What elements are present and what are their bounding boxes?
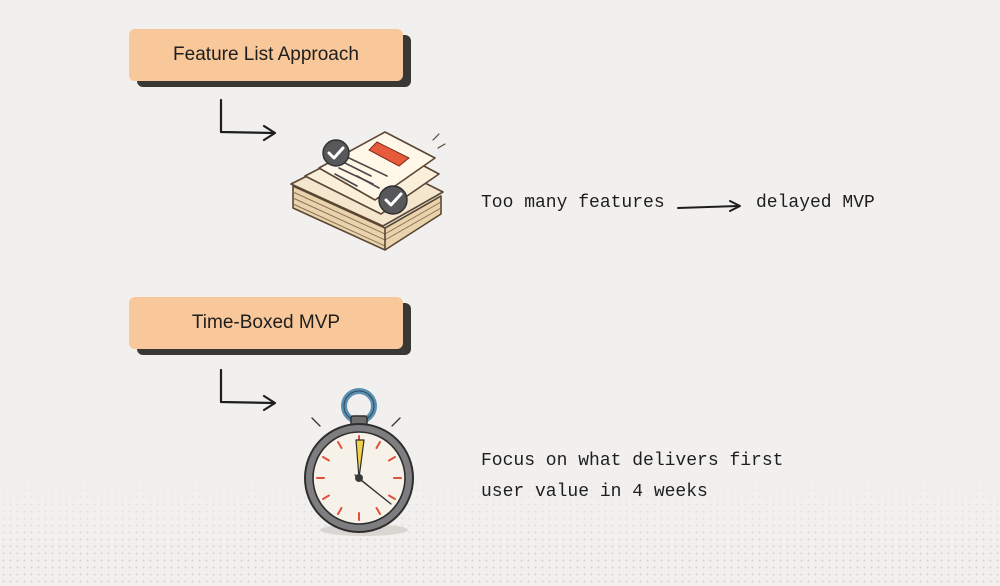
focus-text-line-1: Focus on what delivers first — [481, 451, 784, 471]
elbow-arrow-icon — [219, 98, 277, 142]
too-many-features-text: Too many features — [481, 193, 665, 213]
feature-list-approach-label: Feature List Approach — [129, 29, 403, 81]
right-arrow-icon — [677, 200, 741, 212]
elbow-arrow-icon — [219, 368, 277, 412]
document-stack-icon — [290, 131, 446, 251]
time-boxed-mvp-text: Time-Boxed MVP — [191, 312, 341, 333]
stopwatch-icon — [304, 388, 414, 536]
focus-text-line-2: user value in 4 weeks — [481, 482, 708, 502]
time-boxed-mvp-label: Time-Boxed MVP — [129, 297, 403, 349]
dotted-texture — [0, 466, 1000, 586]
delayed-mvp-text: delayed MVP — [756, 193, 875, 213]
feature-list-approach-text: Feature List Approach — [173, 44, 359, 65]
